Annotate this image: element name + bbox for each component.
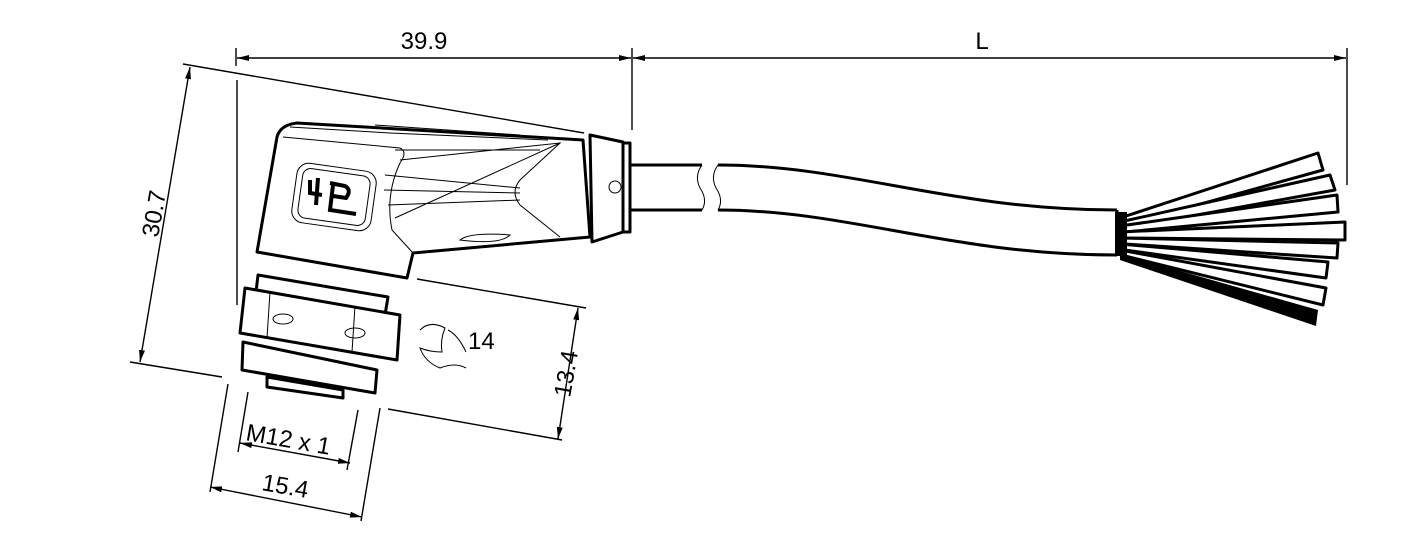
cable — [630, 163, 1119, 257]
wrench-icon: 14 — [419, 324, 495, 369]
cable-ferrule — [588, 133, 632, 244]
wrench-size-label: 14 — [468, 328, 495, 355]
dimension-label-cable-length: L — [975, 28, 988, 55]
dimension-overall-length: 39.9 — [235, 28, 633, 130]
dimension-label-nut-height: 13.4 — [549, 348, 584, 399]
connector-housing — [255, 121, 592, 280]
dimension-label-height: 30.7 — [137, 188, 172, 239]
dimension-label-thread: M12 x 1 — [244, 419, 333, 460]
manufacturer-logo — [291, 162, 377, 232]
dimension-outer-diameter: 15.4 — [209, 383, 381, 522]
coupling-nut — [238, 273, 402, 400]
dimension-nut-height: 13.4 — [387, 278, 587, 441]
stripped-wires — [1115, 151, 1347, 326]
dimension-thread: M12 x 1 — [237, 391, 359, 471]
dimension-cable-length: L — [633, 28, 1348, 185]
dimension-label-overall-length: 39.9 — [401, 28, 448, 55]
